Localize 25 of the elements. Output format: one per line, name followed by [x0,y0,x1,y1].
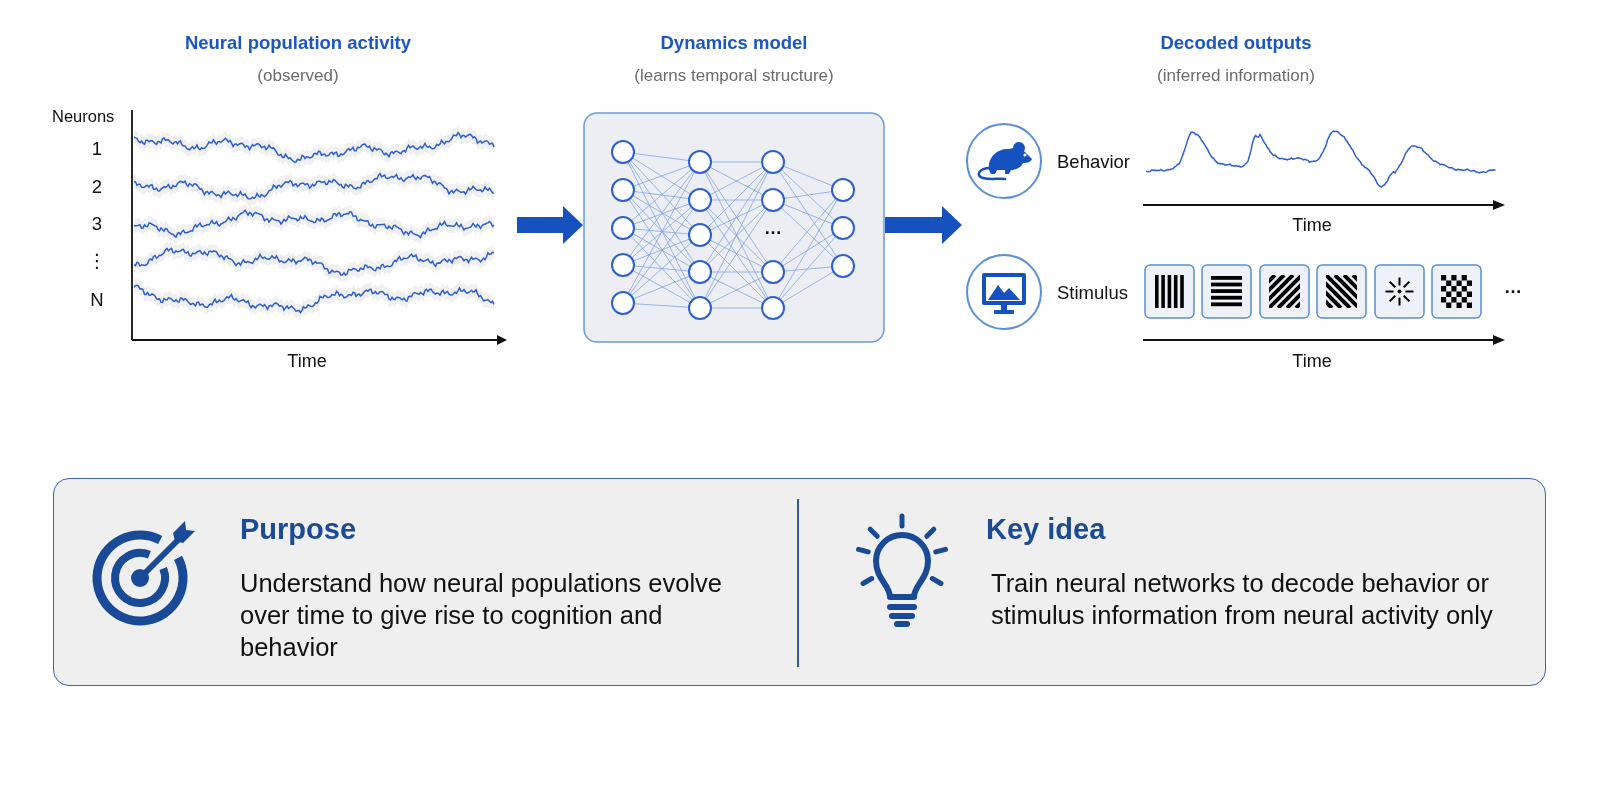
row-label: Stimulus [1057,280,1128,304]
row-label: Behavior [1057,149,1130,173]
panel-heading: Neural population activity [184,30,412,54]
row-label: 2 [91,174,103,198]
axis-title: Time [1292,213,1332,237]
panel-subtitle: (learns temporal structure) [634,64,834,86]
row-label: 3 [91,211,103,235]
card-text: Understand how neural populations evolve over time to give rise to cognition and behavior [240,568,723,663]
panel-heading: Dynamics model [660,30,808,54]
card-heading: Key idea [986,512,1106,547]
summary-panel [53,478,1546,686]
panel-heading: Decoded outputs [1160,30,1312,54]
panel-subtitle: (inferred information) [1157,64,1315,86]
ellipsis: … [1504,275,1522,299]
row-label: 1 [91,136,103,160]
axis-title: Neurons [52,105,115,127]
panel-subtitle: (observed) [257,64,339,86]
arrow [517,206,583,244]
arrow [885,206,962,244]
card-heading: Purpose [240,512,357,547]
row-label: N [90,287,104,311]
card-text: Train neural networks to decode behavior or stimulus information from neural activity only [991,568,1494,631]
row-label: ⋮ [87,248,107,272]
axis-title: Time [1292,349,1332,373]
axis-title: Time [287,349,327,373]
